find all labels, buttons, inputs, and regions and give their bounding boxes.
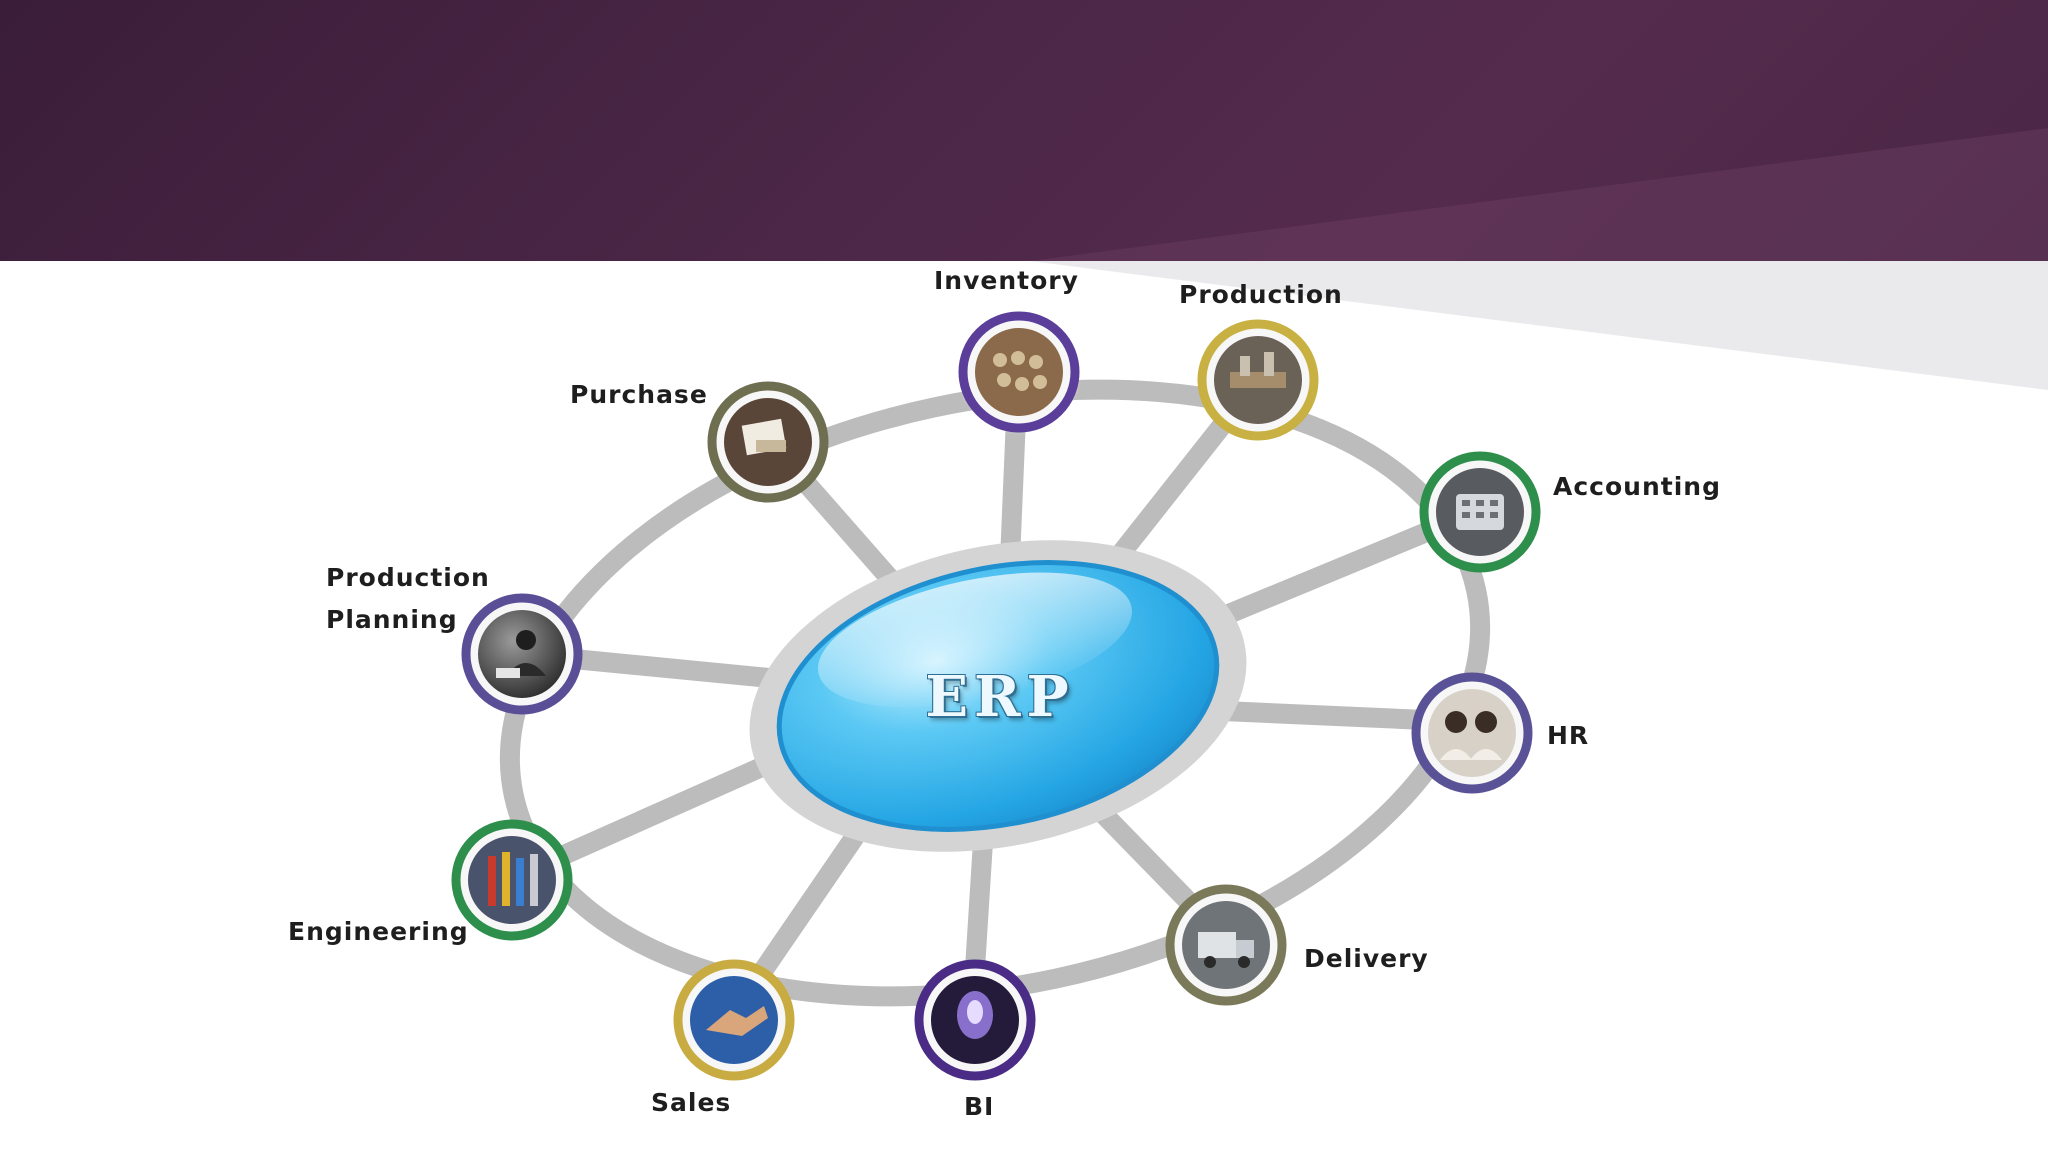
label-delivery: Delivery (1304, 938, 1429, 980)
node-bi (919, 964, 1031, 1076)
label-production: Production (1179, 274, 1343, 316)
node-hr (1416, 677, 1528, 789)
node-delivery (1170, 889, 1282, 1001)
node-engineering (456, 824, 568, 936)
label-sales: Sales (651, 1082, 731, 1124)
label-production-planning-line2: Planning (326, 599, 490, 641)
erp-hub-label: ERP (922, 664, 1078, 730)
label-purchase: Purchase (570, 374, 708, 416)
label-accounting: Accounting (1553, 466, 1721, 508)
node-inventory (961, 314, 1077, 430)
label-production-planning-line1: Production (326, 557, 490, 599)
label-hr: HR (1547, 715, 1589, 757)
gears-icon (468, 836, 556, 924)
node-sales (678, 964, 790, 1076)
people-icon (1428, 689, 1516, 777)
label-engineering: Engineering (288, 911, 469, 953)
node-accounting (1424, 456, 1536, 568)
node-production (1202, 324, 1314, 436)
label-production-planning: Production Planning (326, 557, 490, 641)
node-purchase (712, 386, 824, 498)
warehouse-icon (975, 328, 1063, 416)
planner-icon (478, 610, 566, 698)
label-inventory: Inventory (934, 260, 1079, 302)
label-bi: BI (964, 1086, 994, 1128)
